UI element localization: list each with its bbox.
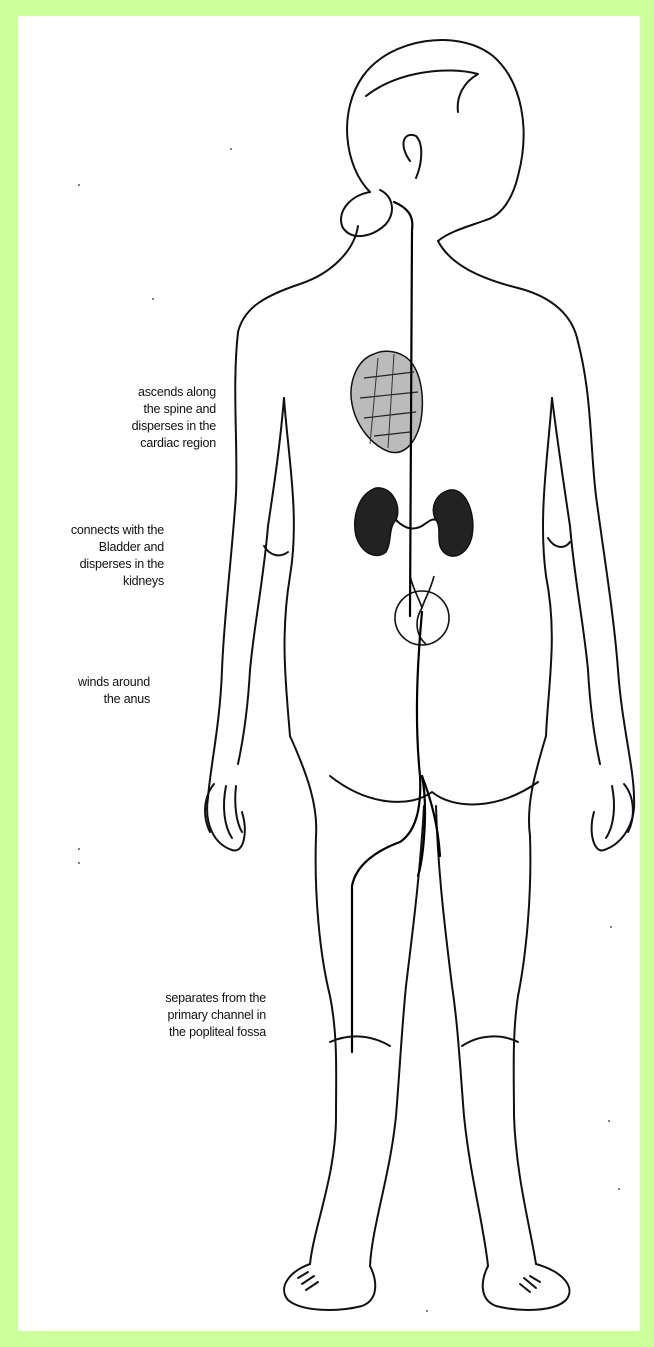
right-leg-outer [514,836,536,1264]
left-elbow [264,546,288,555]
buttock-left [290,736,316,836]
buttock-crease [330,776,538,804]
scan-speck [78,184,80,186]
anus-region [395,576,449,645]
scan-speck [152,298,154,300]
scan-speck [610,926,612,928]
neck-right [438,241,578,342]
scan-speck [78,848,80,850]
scan-speck [618,1188,620,1190]
right-heel-hatch [520,1276,540,1292]
right-elbow [548,538,570,547]
right-hand [606,784,633,838]
annotation-popliteal: separates from the primary channel in th… [112,990,266,1041]
torso-left [284,398,294,736]
diagram-frame: ascends along the spine and disperses in… [18,16,640,1331]
neck-left [238,226,358,332]
right-foot [483,1264,570,1310]
right-knee [462,1036,518,1046]
right-arm-outer [578,342,634,850]
hair-line [366,70,478,112]
annotation-anus: winds around the anus [38,674,150,708]
right-kidney [433,490,473,556]
scan-speck [608,1120,610,1122]
left-heel-hatch [298,1272,318,1290]
kidneys [355,488,473,556]
right-leg-inner [436,806,488,1266]
torso-right [543,398,552,736]
left-leg-inner [370,806,424,1266]
left-arm-inner [238,398,284,764]
annotation-kidneys: connects with the Bladder and disperses … [18,522,164,590]
scan-speck [230,148,232,150]
left-kidney [355,488,398,556]
scan-speck [426,1310,428,1312]
ear [403,135,421,178]
scan-speck [78,862,80,864]
hair-bun [341,190,392,236]
left-foot [284,1264,375,1310]
left-leg-outer [310,836,336,1264]
annotation-cardiac: ascends along the spine and disperses in… [88,384,216,452]
left-knee [330,1036,390,1046]
